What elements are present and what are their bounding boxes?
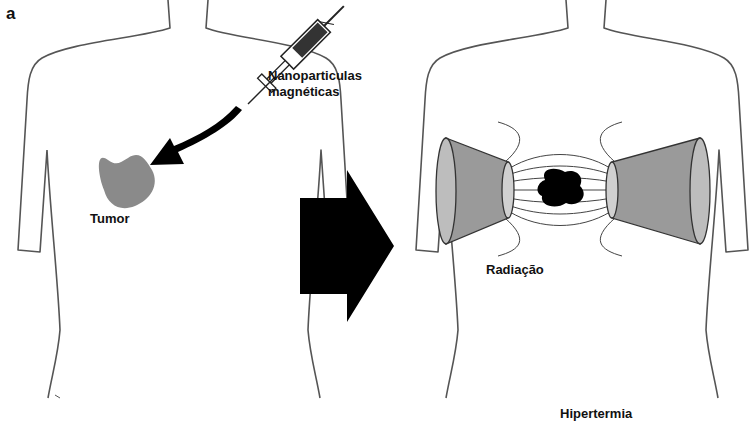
process-arrow xyxy=(300,170,394,322)
tumor xyxy=(99,155,155,208)
material-label: Nanoparticulas magnéticas xyxy=(268,68,368,99)
process-label: Hipertermia xyxy=(560,406,632,422)
tumor-label: Tumor xyxy=(90,211,129,227)
body-outline xyxy=(55,395,315,398)
panel-letter: a xyxy=(6,4,15,24)
injection-arrow xyxy=(150,106,242,165)
radiation-label: Radiação xyxy=(486,262,544,278)
radiation-emitter xyxy=(606,138,710,244)
field-lines xyxy=(498,122,622,256)
body-outline xyxy=(416,0,748,398)
tumor xyxy=(538,169,584,207)
radiation-emitter xyxy=(436,138,514,244)
